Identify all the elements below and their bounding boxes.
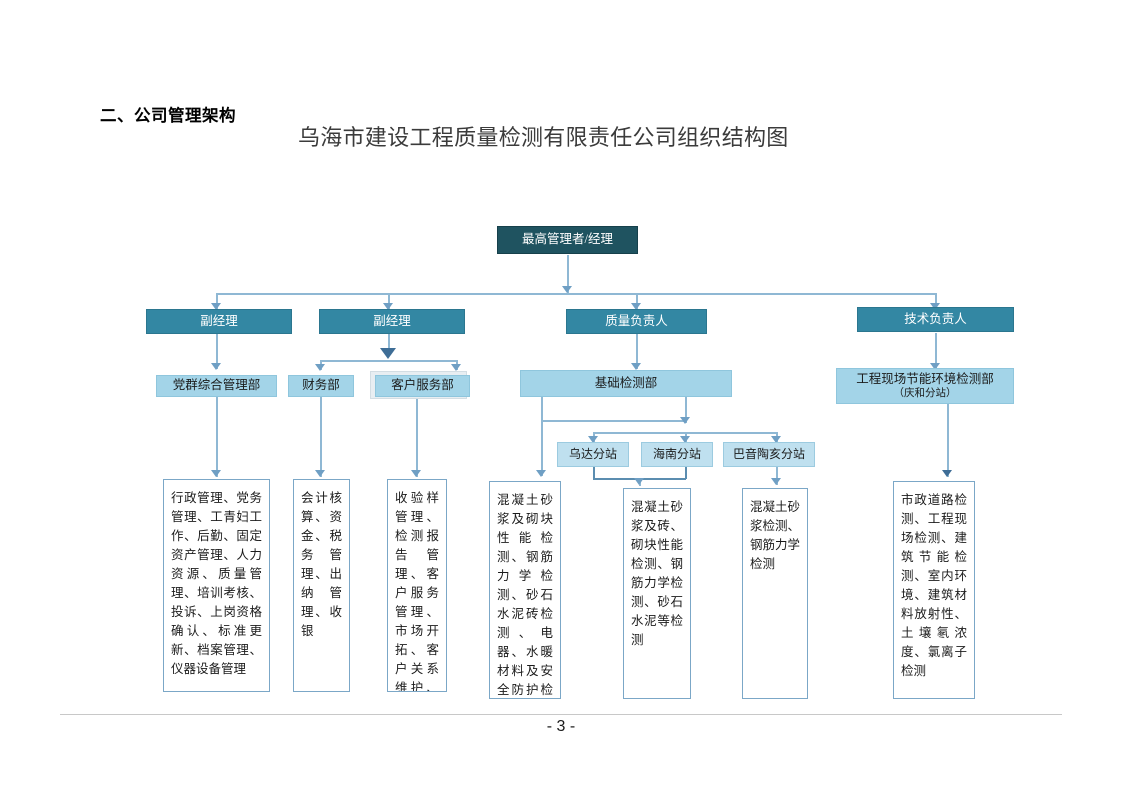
node-basic-testing-dept[interactable]: 基础检测部 xyxy=(520,370,732,397)
node-field-energy-env-dept[interactable]: 工程现场节能环境检测部 （庆和分站） xyxy=(836,368,1014,404)
connector-quality-basic xyxy=(636,333,638,369)
connector-customer-detail-arrow xyxy=(411,470,421,477)
section-heading: 二、公司管理架构 xyxy=(100,107,236,125)
connector-bayintaohai-detail-arrow xyxy=(771,478,781,485)
connector-vp2-arrow xyxy=(383,303,393,310)
connector-quality-drop xyxy=(636,293,638,310)
connector-top-stem xyxy=(567,255,569,293)
connector-party-detail-arrow xyxy=(211,470,221,477)
connector-field-detail xyxy=(947,403,949,477)
connector-vp1-party xyxy=(216,333,218,369)
connector-tech-arrow xyxy=(930,303,940,310)
node-customer-service-dept-label: 客户服务部 xyxy=(391,378,454,393)
node-vice-manager-2[interactable]: 副经理 xyxy=(319,309,465,334)
node-substation-hainan[interactable]: 海南分站 xyxy=(641,442,713,467)
node-finance-dept[interactable]: 财务部 xyxy=(288,375,354,397)
node-field-energy-env-dept-sublabel: （庆和分站） xyxy=(893,388,957,400)
node-vice-manager-1[interactable]: 副经理 xyxy=(146,309,292,334)
node-vice-manager-1-label: 副经理 xyxy=(200,313,238,328)
connector-basic-mid-stem xyxy=(685,397,687,423)
detail-box-bayintaohai: 混凝土砂浆检测、钢筋力学检测 xyxy=(742,488,808,699)
connector-tech-drop xyxy=(935,293,937,310)
connector-party-arrow xyxy=(211,363,221,370)
node-substation-hainan-label: 海南分站 xyxy=(652,447,701,461)
detail-box-party-affairs: 行政管理、党务管理、工青妇工作、后勤、固定资产管理、人力资源、质量管理、培训考核… xyxy=(163,479,270,692)
connector-quality-arrow xyxy=(631,303,641,310)
connector-party-detail xyxy=(216,397,218,477)
node-substation-bayintaohai-label: 巴音陶亥分站 xyxy=(732,447,805,461)
chart-title: 乌海市建设工程质量检测有限责任公司组织结构图 xyxy=(298,125,789,150)
connector-basic-arrow xyxy=(631,363,641,370)
connector-tech-field xyxy=(935,333,937,369)
connector-wuda-arrow xyxy=(588,436,598,443)
detail-box-finance: 会计核算、资金、税务管理、出纳管理、收银 xyxy=(293,479,350,692)
node-top-manager-label: 最高管理者/经理 xyxy=(522,232,613,247)
node-quality-officer-label: 质量负责人 xyxy=(605,313,668,328)
node-substation-wuda[interactable]: 乌达分站 xyxy=(557,442,629,467)
connector-field-arrow xyxy=(930,363,940,370)
connector-vp1-drop xyxy=(216,293,218,310)
node-technical-officer[interactable]: 技术负责人 xyxy=(857,307,1014,332)
connector-basic-upper-bus xyxy=(541,420,686,422)
connector-hainan-merge xyxy=(685,467,687,479)
connector-vp2-bus xyxy=(320,360,456,362)
connector-basic-mid-arrow xyxy=(680,417,690,424)
detail-box-customer-service: 收验样管理、检测报告管理、客户服务管理、市场开拓、客户关系维护、市场投标管理 xyxy=(387,479,447,692)
connector-customer-detail xyxy=(416,397,418,477)
connector-merge-arrow xyxy=(634,478,644,485)
connector-customer-arrow xyxy=(451,364,461,371)
connector-vp2-split-arrow xyxy=(380,348,396,359)
connector-bayintaohai-detail xyxy=(776,467,778,485)
connector-vp2-drop xyxy=(388,293,390,310)
connector-substation-bus xyxy=(593,432,776,434)
connector-basic-detail-arrow xyxy=(536,470,546,477)
node-substation-bayintaohai[interactable]: 巴音陶亥分站 xyxy=(723,442,815,467)
connector-vp2-stem xyxy=(388,333,390,353)
connector-finance-arrow xyxy=(315,364,325,371)
detail-box-wuda-hainan: 混凝土砂浆及砖、砌块性能检测、钢筋力学检测、砂石水泥等检测 xyxy=(623,488,691,699)
node-party-affairs-dept-label: 党群综合管理部 xyxy=(172,378,261,393)
connector-field-detail-arrow xyxy=(942,470,952,477)
node-vice-manager-2-label: 副经理 xyxy=(373,313,411,328)
connector-level2-bus xyxy=(216,293,936,295)
page-number: - 3 - xyxy=(546,718,576,735)
footer-divider xyxy=(60,714,1062,715)
connector-finance-detail xyxy=(320,397,322,477)
connector-finance-detail-arrow xyxy=(315,470,325,477)
connector-wuda-merge xyxy=(593,467,595,479)
connector-basic-left-stem xyxy=(541,397,543,421)
node-top-manager[interactable]: 最高管理者/经理 xyxy=(497,226,638,254)
detail-box-field-energy-env: 市政道路检测、工程现场检测、建筑节能检测、室内环境、建筑材料放射性、土壤氡浓度、… xyxy=(893,481,975,699)
node-party-affairs-dept[interactable]: 党群综合管理部 xyxy=(156,375,277,397)
connector-top-arrow xyxy=(562,286,572,293)
connector-hainan-arrow xyxy=(680,436,690,443)
node-quality-officer[interactable]: 质量负责人 xyxy=(566,309,707,334)
detail-box-basic-testing: 混凝土砂浆及砌块性能检测、钢筋力学检测、砂石水泥砖检测、电器、水暖材料及安全防护… xyxy=(489,481,561,699)
connector-basic-detail-stem xyxy=(541,420,543,476)
node-finance-dept-label: 财务部 xyxy=(302,378,340,393)
node-basic-testing-dept-label: 基础检测部 xyxy=(594,375,658,390)
node-customer-service-dept[interactable]: 客户服务部 xyxy=(375,375,470,397)
connector-bayintaohai-arrow xyxy=(771,436,781,443)
node-technical-officer-label: 技术负责人 xyxy=(904,311,967,326)
connector-vp1-arrow xyxy=(211,303,221,310)
node-field-energy-env-dept-label: 工程现场节能环境检测部 xyxy=(856,372,994,387)
node-substation-wuda-label: 乌达分站 xyxy=(568,447,617,461)
